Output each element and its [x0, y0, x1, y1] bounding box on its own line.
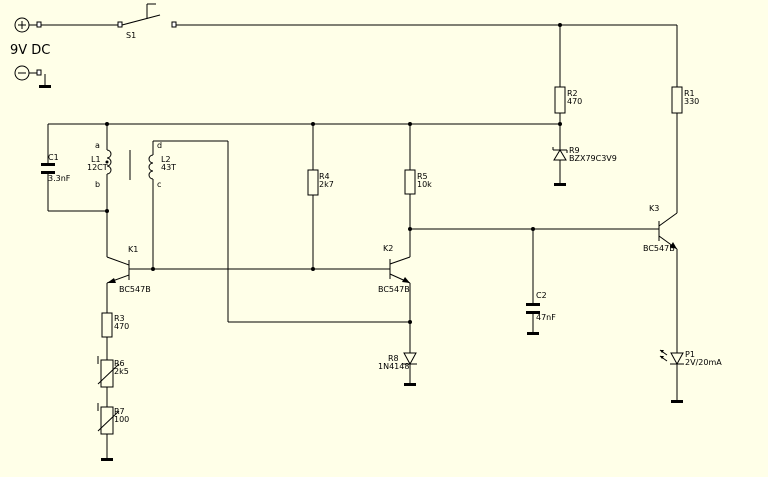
transistor-k1	[106, 256, 153, 284]
k2-ref: K2	[383, 244, 393, 253]
capacitor-c2	[526, 303, 540, 314]
supply-voltage-label: 9V DC	[10, 43, 50, 58]
l1-pin-b: b	[95, 180, 100, 189]
k3-value: BC547B	[643, 244, 675, 253]
c1-ref: C1	[48, 153, 59, 162]
r2-ref: R2	[567, 89, 578, 98]
zener-r9	[552, 147, 568, 186]
r9-value: BZX79C3V9	[569, 154, 617, 163]
l1-pin-a: a	[95, 141, 100, 150]
diode-r8	[403, 352, 417, 386]
resistor-r2	[554, 86, 566, 114]
ground-k1	[101, 458, 113, 461]
r7-value: 100	[114, 415, 129, 424]
r1-ref: R1	[684, 89, 695, 98]
resistor-r4	[307, 169, 319, 196]
k2-value: BC547B	[378, 285, 410, 294]
led-p1	[659, 349, 684, 403]
r5-ref: R5	[417, 172, 428, 181]
r6-ref: R6	[114, 359, 125, 368]
l2-ref: L2	[161, 155, 171, 164]
r8-ref: R8	[388, 354, 399, 363]
p1-ref: P1	[685, 350, 695, 359]
l1-ref: L1	[91, 155, 101, 164]
l2-pin-d: d	[157, 141, 162, 150]
inductor-l1	[106, 149, 131, 180]
r9-ref: R9	[569, 146, 580, 155]
r1-value: 330	[684, 97, 699, 106]
inductor-l2	[148, 141, 154, 269]
s1-ref: S1	[126, 31, 136, 40]
r6-value: 2k5	[114, 367, 129, 376]
r5-value: 10k	[417, 180, 432, 189]
l2-pin-c: c	[157, 180, 161, 189]
r7-ref: R7	[114, 407, 125, 416]
switch-s1	[41, 3, 177, 28]
r4-value: 2k7	[319, 180, 334, 189]
c2-value: 47nF	[536, 313, 556, 322]
r2-value: 470	[567, 97, 582, 106]
negative-terminal	[14, 65, 51, 88]
positive-terminal	[14, 17, 42, 33]
r4-ref: R4	[319, 172, 330, 181]
k1-value: BC547B	[119, 285, 151, 294]
l2-value: 43T	[161, 163, 176, 172]
l1-value: 12CT	[87, 163, 108, 172]
ground-c2	[527, 332, 539, 335]
resistor-r3	[101, 312, 113, 338]
r8-value: 1N4148	[378, 362, 409, 371]
r3-value: 470	[114, 322, 129, 331]
resistor-r1	[671, 86, 683, 114]
transistor-k2	[389, 256, 411, 284]
k1-ref: K1	[128, 245, 138, 254]
capacitor-c1	[41, 163, 55, 174]
c1-value: 3.3nF	[48, 174, 71, 183]
c2-ref: C2	[536, 291, 547, 300]
resistor-r5	[404, 169, 416, 195]
p1-value: 2V/20mA	[685, 358, 722, 367]
r3-ref: R3	[114, 314, 125, 323]
transistor-k3	[658, 212, 678, 353]
k3-ref: K3	[649, 204, 659, 213]
